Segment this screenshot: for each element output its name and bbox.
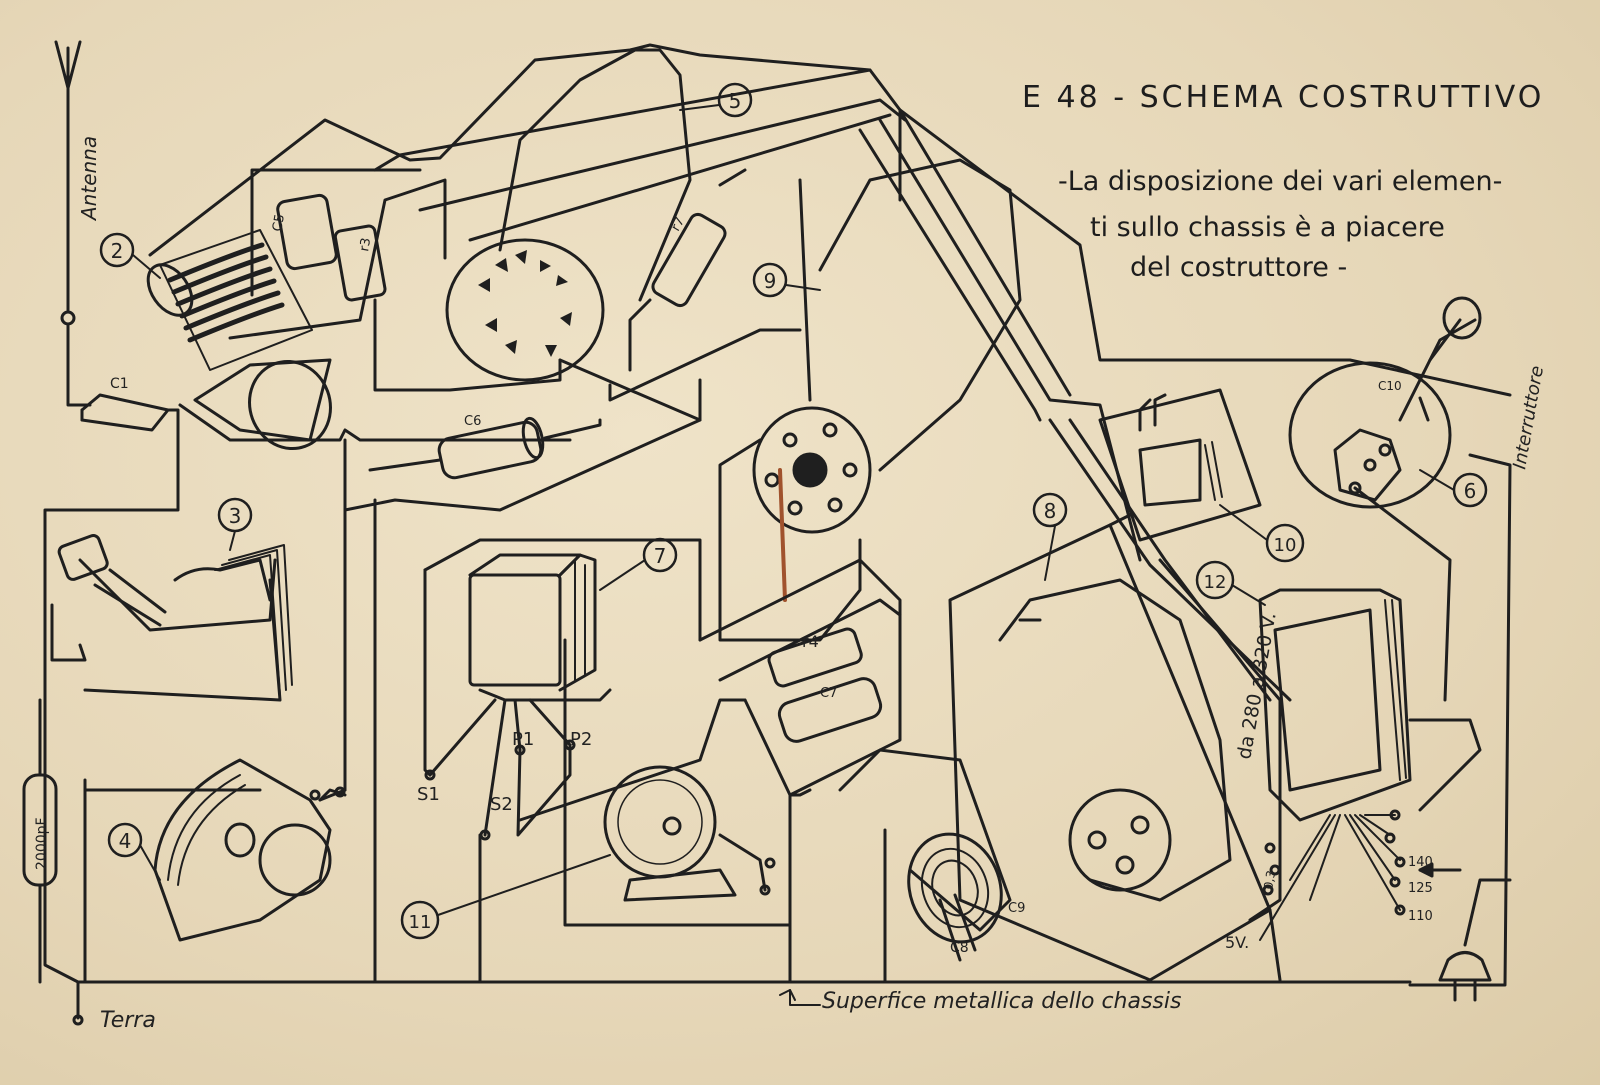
label-tap-125: 125	[1408, 881, 1433, 896]
callout-12: 12	[1204, 572, 1227, 593]
resistor-r7	[628, 168, 747, 372]
wire-harness-top	[318, 68, 907, 984]
callout-8: 8	[1044, 499, 1057, 523]
label-chassis: Superfice metallica dello chassis	[822, 989, 1181, 1014]
label-c10: C10	[1378, 379, 1402, 393]
callout-3: 3	[229, 504, 242, 528]
variable-capacitor-4	[83, 758, 347, 984]
wire-c1-frame	[43, 408, 180, 984]
callout-leaders	[132, 104, 1455, 916]
mains-plug	[1418, 862, 1512, 1002]
figure-code: E 48	[1022, 80, 1101, 115]
label-c8: C8	[950, 940, 969, 956]
wire-misc	[558, 358, 1282, 984]
component-c5-r3	[228, 168, 447, 340]
callout-9: 9	[764, 269, 777, 293]
label-terra: Terra	[100, 1008, 156, 1033]
label-tap-110: 110	[1408, 909, 1433, 924]
electrolytic-c8-c9	[838, 748, 1012, 984]
callout-10: 10	[1274, 535, 1297, 556]
valve-9	[718, 158, 1022, 642]
speaker-11	[563, 638, 792, 927]
callout-11: 11	[409, 912, 432, 933]
transformer-7	[423, 538, 702, 984]
callout-2: 2	[111, 239, 124, 263]
label-2000pf: 2000pF	[34, 817, 50, 870]
label-c9: C9	[1008, 901, 1025, 916]
variable-capacitor-3	[50, 534, 293, 702]
label-interruttore: Interruttore	[1509, 364, 1548, 471]
label-c1: C1	[110, 376, 129, 392]
coil-2	[146, 229, 332, 451]
capacitor-c1	[80, 393, 170, 432]
note-line-1: -La disposizione dei vari elemen-	[1058, 166, 1503, 197]
label-antenna: Antenna	[77, 136, 101, 222]
label-tap-140: 140	[1408, 855, 1433, 870]
label-r3: r3	[357, 237, 374, 253]
callout-5: 5	[729, 89, 742, 113]
note-line-3: del costruttore -	[1130, 252, 1348, 283]
label-c6: C6	[464, 414, 481, 429]
component-r4-c7	[518, 598, 902, 822]
valve-5	[445, 48, 692, 382]
label-c5: C5	[270, 213, 288, 233]
diagram-title: E 48 - SCHEMA COSTRUTTIVO	[1022, 80, 1544, 115]
wire-harness-diagonal	[858, 108, 1512, 702]
callouts	[99, 82, 1488, 940]
label-r4: r4	[802, 632, 819, 651]
callout-7: 7	[654, 544, 667, 568]
capacitor-2000pf	[22, 698, 58, 984]
label-tap-0: 0,3	[1261, 869, 1278, 890]
switch-pot-6	[1288, 296, 1512, 987]
label-p1: P1	[512, 729, 534, 750]
wire-top-loop	[148, 43, 902, 257]
note-line-2: ti sullo chassis è a piacere	[1090, 212, 1445, 243]
callout-6: 6	[1464, 479, 1477, 503]
wire-mid	[178, 403, 572, 442]
capacitor-c6	[368, 416, 602, 480]
figure-title: - SCHEMA COSTRUTTIVO	[1113, 80, 1545, 115]
callout-4: 4	[119, 829, 132, 853]
label-5v: 5V.	[1225, 933, 1249, 952]
choke-10	[1098, 388, 1262, 542]
label-s2: S2	[490, 794, 513, 815]
label-s1: S1	[417, 784, 440, 805]
label-p2: P2	[570, 729, 592, 750]
chassis-ground-rail	[72, 980, 1412, 1026]
antenna-symbol	[54, 40, 92, 407]
label-c7: C7	[820, 686, 837, 701]
label-r7: r7	[668, 215, 688, 234]
